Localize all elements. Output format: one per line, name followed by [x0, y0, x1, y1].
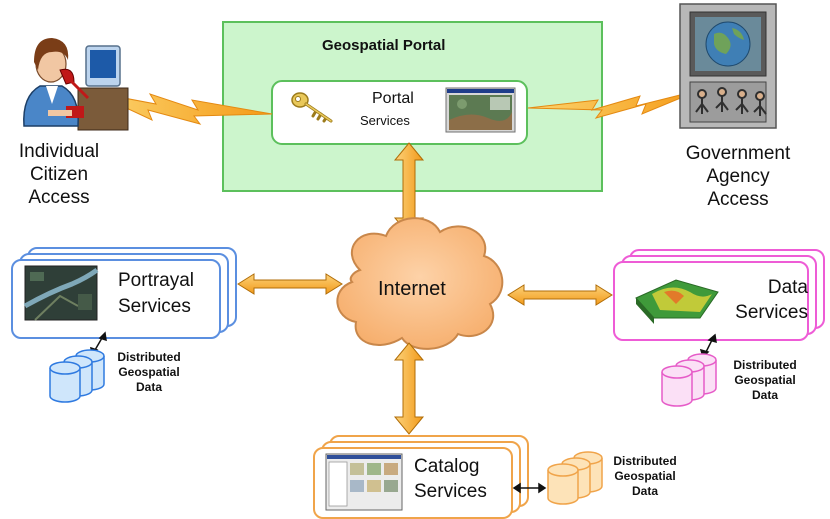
lightning-bolt-left	[91, 91, 273, 125]
government-line-1: Government	[685, 143, 791, 164]
distributed-data-label-orange: Distributed Geospatial Data	[600, 454, 690, 499]
kiosk-icon	[679, 3, 777, 129]
arrow-portrayal-internet	[237, 273, 343, 295]
key-icon	[291, 92, 333, 123]
distributed-blue-line-1: Distributed	[117, 350, 181, 364]
catalog-line-1: Catalog	[414, 456, 480, 477]
satellite-image-icon	[23, 265, 99, 321]
database-pink-icon	[661, 353, 717, 407]
portrayal-line-1: Portrayal	[118, 270, 195, 291]
data-services-line-1: Data	[767, 277, 808, 298]
internet-cloud	[336, 217, 504, 350]
terrain-3d-icon	[635, 279, 719, 324]
arrow-internet-data	[507, 284, 613, 306]
link-catalog-data	[512, 482, 547, 494]
citizen-line-2: Citizen	[29, 164, 89, 186]
catalog-line-2: Services	[414, 480, 487, 502]
portal-services-label-1: Portal	[372, 90, 414, 107]
data-services-line-2: Services	[735, 301, 808, 323]
internet-label: Internet	[378, 278, 446, 300]
catalog-screenshot-icon	[325, 453, 403, 511]
database-orange-icon	[547, 451, 603, 505]
portrayal-services-label: Portrayal Services	[118, 268, 194, 319]
database-icon	[49, 349, 105, 403]
distributed-pink-line-1: Distributed	[733, 358, 797, 372]
distributed-blue-line-3: Data	[135, 380, 162, 394]
portrayal-line-2: Services	[118, 295, 191, 317]
citizen-line-1: Individual	[18, 141, 100, 162]
portal-title: Geospatial Portal	[322, 37, 446, 54]
map-image-icon	[445, 87, 516, 133]
arrow-internet-catalog	[393, 342, 425, 435]
distributed-data-label-blue: Distributed Geospatial Data	[106, 350, 192, 395]
distributed-blue-line-2: Geospatial	[118, 365, 180, 379]
distributed-pink-line-2: Geospatial	[734, 373, 796, 387]
data-services-label: Data Services	[716, 276, 808, 325]
government-line-2: Agency	[706, 166, 770, 188]
distributed-pink-line-3: Data	[751, 388, 778, 402]
person-phone-icon	[23, 38, 129, 131]
portal-services-label-2: Services	[360, 113, 410, 128]
distributed-orange-line-3: Data	[631, 484, 658, 498]
citizen-line-3: Access	[28, 187, 90, 209]
catalog-services-label: Catalog Services	[414, 455, 487, 504]
distributed-data-label-pink: Distributed Geospatial Data	[720, 358, 810, 403]
distributed-orange-line-2: Geospatial	[614, 469, 676, 483]
distributed-orange-line-1: Distributed	[613, 454, 677, 468]
government-line-3: Access	[707, 189, 769, 211]
citizen-label: Individual Citizen Access	[4, 140, 114, 210]
government-label: Government Agency Access	[666, 142, 810, 212]
